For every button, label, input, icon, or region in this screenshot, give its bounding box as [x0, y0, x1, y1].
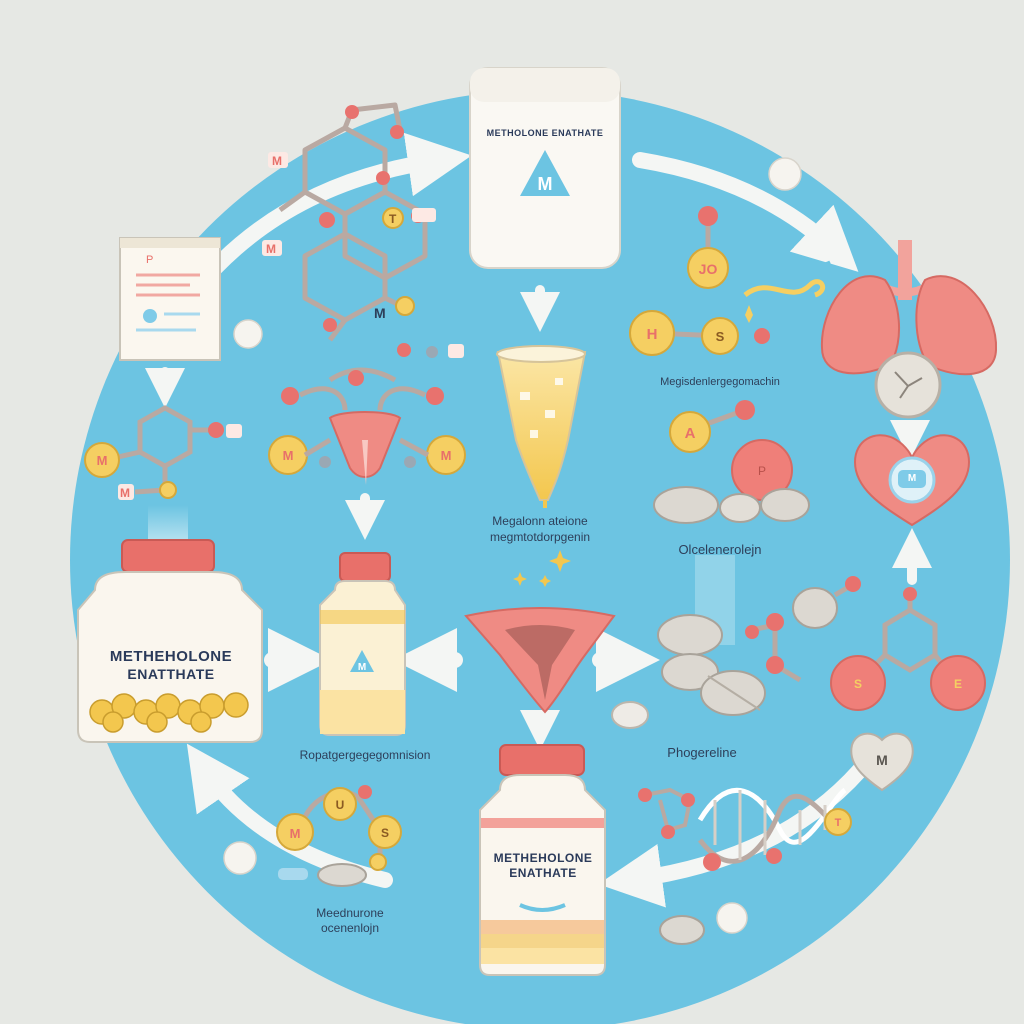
document-letter: P — [146, 254, 153, 266]
lungs-icon — [820, 240, 998, 419]
pill-icon: P — [653, 439, 810, 524]
atom-letter: M — [283, 448, 294, 463]
jar-icon — [77, 539, 263, 743]
atom-letter: M — [272, 154, 282, 168]
beaker-icon — [496, 345, 587, 508]
small-arrows — [145, 285, 932, 750]
atom-letter: M — [266, 242, 276, 256]
bottle-logo: M — [358, 662, 366, 673]
atom-letter: S — [854, 677, 862, 691]
mid-left-caption: Ropatgergegegomnision — [299, 748, 431, 762]
cycle-circle — [70, 90, 1010, 1024]
molecule-icon: M U S — [223, 785, 402, 887]
pill-letter: P — [758, 464, 766, 478]
heart-badge: M — [907, 473, 917, 484]
jar-logo-triangle — [520, 150, 570, 196]
bottle-icon: M — [319, 552, 406, 736]
molecule-icon: S E — [830, 587, 986, 711]
big-jar-label-line1: METHEHOLONE — [109, 648, 233, 665]
atom-letter: M — [120, 486, 130, 500]
uterus-icon — [464, 607, 616, 714]
atom-letter: M — [97, 453, 108, 468]
bottom-left-caption-line2: ocenenlojn — [320, 921, 380, 935]
atom-letter: JO — [699, 261, 718, 277]
uterus-icon: M M — [268, 367, 466, 485]
right-upper-caption: Megisdenlergegomachin — [660, 376, 780, 388]
heart-icon: M — [850, 732, 914, 792]
pill-icon — [659, 902, 748, 945]
document-icon: P — [119, 237, 221, 361]
jar-icon — [479, 744, 606, 976]
atom-letter: M — [441, 448, 452, 463]
pill-icon — [611, 614, 766, 729]
arrow-icon — [632, 152, 859, 272]
top-jar-label: METHOLONE ENATHATE — [486, 128, 604, 138]
jar-logo: M — [538, 174, 553, 194]
jar-icon: M — [469, 67, 621, 269]
atom-letter: S — [716, 329, 725, 344]
center-beaker-caption-line2: megmtotdorpgenin — [489, 530, 591, 544]
atom-letter: E — [954, 677, 962, 691]
mid-right-caption: Phogereline — [667, 745, 737, 760]
bottom-jar-label-line1: METHEHOLONE — [493, 851, 593, 865]
center-beaker-caption-line1: Megalonn ateione — [492, 514, 588, 528]
heart-icon — [853, 434, 971, 527]
molecule-icon — [278, 102, 428, 342]
atom-letter: H — [647, 326, 658, 343]
sparkle-icon — [513, 550, 571, 587]
atom-letter: T — [835, 817, 842, 829]
atom-letter: T — [389, 212, 397, 226]
atom-letter: S — [381, 826, 389, 840]
atom-letter: A — [685, 425, 696, 442]
bottom-left-caption-line1: Meednurone — [316, 906, 384, 920]
atom-letter: U — [336, 798, 345, 812]
right-pills-caption: Olcelenerolejn — [678, 542, 762, 557]
atom-letter: M — [374, 305, 386, 321]
bottom-jar-label-line2: ENATHATE — [509, 866, 577, 880]
big-jar-label-line2: ENATTHATE — [127, 666, 215, 682]
atom-letter: M — [876, 752, 888, 768]
dna-icon: T — [638, 787, 852, 871]
atom-letter: M — [290, 826, 301, 841]
